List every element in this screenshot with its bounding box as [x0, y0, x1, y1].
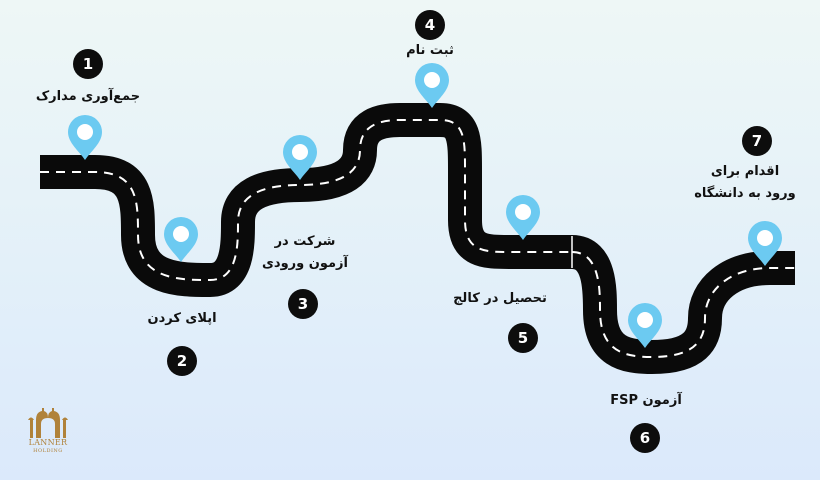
step-label: شرکت در آزمون ورودی: [262, 231, 348, 275]
step-label: آزمون FSP: [610, 390, 682, 412]
logo-subtitle: HOLDING: [33, 448, 63, 454]
step-label-line: ثبت نام: [406, 43, 454, 58]
map-pin-icon: [628, 303, 662, 348]
step-label: اقدام برای ورود به دانشگاه: [694, 161, 796, 205]
step-label: تحصیل در کالج: [453, 288, 547, 310]
step-label-line: ورود به دانشگاه: [694, 186, 796, 201]
map-pin-icon: [415, 63, 449, 108]
lanner-logo: LANNER HOLDING: [22, 406, 74, 456]
step-number-badge: 1: [73, 49, 103, 79]
step-label-line: اپلای کردن: [147, 311, 217, 326]
step-number-badge: 5: [508, 323, 538, 353]
road-center-dash-1: [40, 119, 572, 282]
step-label-line: اقدام برای: [710, 164, 780, 179]
step-label-line: تحصیل در کالج: [453, 291, 547, 306]
step-label: ثبت نام: [406, 40, 454, 62]
logo-name: LANNER: [28, 438, 68, 447]
step-label: اپلای کردن: [147, 308, 216, 330]
step-label-line: شرکت در: [274, 234, 336, 249]
map-pin-icon: [748, 221, 782, 266]
map-pin-icon: [506, 195, 540, 240]
map-pin-icon: [283, 135, 317, 180]
step-number-badge: 6: [630, 423, 660, 453]
map-pin-icon: [68, 115, 102, 160]
road-center-dash-2: [571, 251, 795, 359]
step-label-line: جمع‌آوری مدارک: [35, 89, 141, 104]
step-label: جمع‌آوری مدارک: [36, 86, 140, 108]
step-label-line: آزمون ورودی: [262, 256, 348, 271]
step-label-line: آزمون FSP: [610, 393, 682, 408]
lanner-gate-logo: [28, 408, 68, 438]
step-number-badge: 3: [288, 289, 318, 319]
step-number-badge: 2: [167, 346, 197, 376]
step-number-badge: 4: [415, 10, 445, 40]
step-number-badge: 7: [742, 126, 772, 156]
map-pin-icon: [164, 217, 198, 262]
